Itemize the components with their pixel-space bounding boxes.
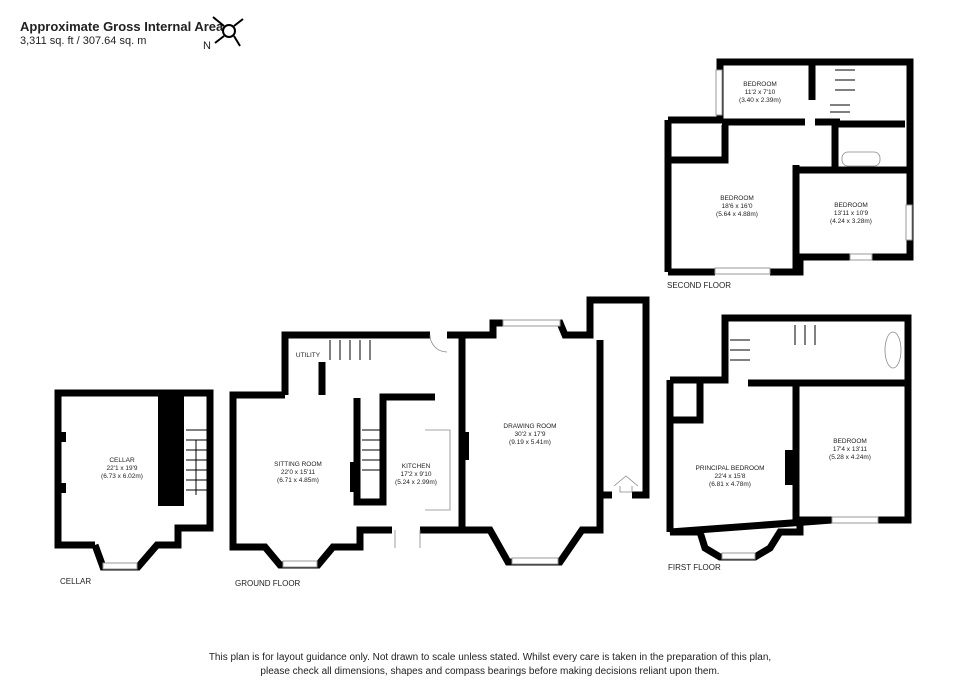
- room-dimensions-metric: (5.24 x 2.99m): [395, 479, 437, 486]
- room-dimensions-imperial: 18'6 x 16'0: [721, 203, 752, 210]
- disclaimer: This plan is for layout guidance only. N…: [0, 651, 980, 679]
- room-name: KITCHEN: [402, 463, 431, 470]
- room-dimensions-metric: (6.71 x 4.85m): [277, 477, 319, 484]
- room-name: BEDROOM: [720, 195, 754, 202]
- floor-label-cellar: CELLAR: [60, 577, 91, 586]
- room-dimensions-metric: (3.40 x 2.39m): [739, 97, 781, 104]
- room-name: PRINCIPAL BEDROOM: [696, 465, 765, 472]
- ground-floor-plan: UTILITY SITTING ROOM 22'0 x 15'11 (6.71 …: [229, 296, 650, 588]
- room-dimensions-imperial: 22'0 x 15'11: [281, 469, 316, 476]
- floor-label-ground: GROUND FLOOR: [235, 579, 301, 588]
- room-dimensions-imperial: 17'2 x 9'10: [400, 471, 431, 478]
- room-name: SITTING ROOM: [274, 461, 322, 468]
- room-dimensions-imperial: 13'11 x 10'9: [834, 210, 869, 217]
- room-dimensions-imperial: 22'4 x 15'8: [714, 473, 745, 480]
- cellar-plan: CELLAR 22'1 x 19'9 (6.73 x 6.02m) CELLAR: [54, 389, 214, 586]
- room-name: UTILITY: [296, 352, 321, 359]
- first-floor-plan: PRINCIPAL BEDROOM 22'4 x 15'8 (6.81 x 4.…: [666, 314, 912, 572]
- room-dimensions-metric: (5.28 x 4.24m): [829, 454, 871, 461]
- floor-label-second: SECOND FLOOR: [667, 281, 731, 290]
- room-dimensions-imperial: 11'2 x 7'10: [745, 89, 776, 96]
- room-name: BEDROOM: [834, 202, 868, 209]
- floor-label-first: FIRST FLOOR: [668, 563, 721, 572]
- room-dimensions-metric: (9.19 x 5.41m): [509, 439, 551, 446]
- room-name: CELLAR: [109, 457, 135, 464]
- second-floor-plan: BEDROOM 11'2 x 7'10 (3.40 x 2.39m) BEDRO…: [664, 58, 914, 290]
- compass-icon: N: [203, 16, 244, 52]
- room-dimensions-imperial: 22'1 x 19'9: [106, 465, 137, 472]
- disclaimer-line: This plan is for layout guidance only. N…: [208, 652, 772, 663]
- area-title: Approximate Gross Internal Area: [20, 19, 224, 34]
- room-dimensions-metric: (6.81 x 4.78m): [709, 481, 751, 488]
- room-dimensions-metric: (4.24 x 3.28m): [830, 218, 872, 225]
- room-name: BEDROOM: [743, 81, 777, 88]
- compass-north-label: N: [203, 40, 211, 52]
- room-dimensions-metric: (5.64 x 4.88m): [716, 211, 758, 218]
- entrance-arrow-icon: [613, 475, 639, 493]
- room-dimensions-imperial: 30'2 x 17'9: [514, 431, 545, 438]
- room-dimensions-metric: (6.73 x 6.02m): [101, 473, 143, 480]
- room-dimensions-imperial: 17'4 x 13'11: [833, 446, 868, 453]
- room-name: DRAWING ROOM: [503, 423, 556, 430]
- disclaimer-line: please check all dimensions, shapes and …: [260, 666, 720, 677]
- area-value: 3,311 sq. ft / 307.64 sq. m: [20, 35, 147, 47]
- room-name: BEDROOM: [833, 438, 867, 445]
